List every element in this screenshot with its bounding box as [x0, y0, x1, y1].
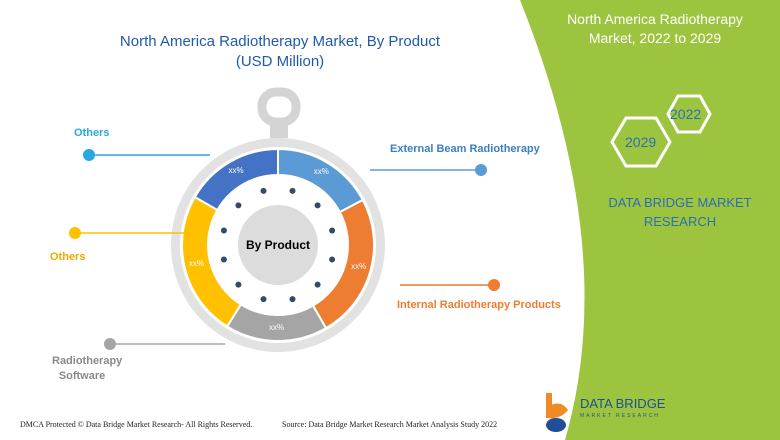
segment-4 — [193, 147, 279, 212]
dial-dot — [289, 187, 296, 194]
year-2029: 2029 — [625, 134, 657, 150]
marker-dot — [83, 149, 95, 161]
segment-value-label: xx% — [268, 322, 285, 332]
dial-dot — [235, 281, 242, 288]
marker-dot — [488, 279, 500, 291]
year-2022: 2022 — [670, 106, 702, 122]
leader-lines — [69, 149, 500, 350]
chart-title: North America Radiotherapy Market, By Pr… — [119, 33, 441, 70]
segment-value-label: xx% — [188, 259, 205, 269]
dial-dot — [314, 202, 321, 209]
source-text: Source: Data Bridge Market Research Mark… — [282, 420, 498, 429]
logo-sub: MARKET RESEARCH — [580, 413, 660, 419]
marker-dot — [104, 338, 116, 350]
green-panel — [520, 0, 780, 440]
dmca-text: DMCA Protected © Data Bridge Market Rese… — [20, 420, 253, 429]
dial-dot — [329, 256, 336, 263]
stopwatch — [171, 87, 385, 352]
label-others-left: Others — [50, 251, 86, 263]
logo-name: DATA BRIDGE — [580, 396, 666, 411]
dial-dot — [220, 227, 227, 234]
segment-value-label: xx% — [351, 262, 367, 272]
dial-dot — [289, 296, 296, 303]
dial-dot — [260, 296, 267, 303]
marker-dot — [69, 227, 81, 239]
segment-value-label: xx% — [313, 166, 329, 176]
logo-mark — [546, 393, 568, 432]
marker-dot — [475, 164, 487, 176]
dial-dot — [329, 227, 336, 234]
dial-dot — [314, 281, 321, 288]
center-label: By Product — [245, 238, 310, 252]
dial-dot — [235, 202, 242, 209]
hexagons — [610, 94, 712, 168]
segment-value-label: xx% — [228, 166, 244, 176]
dial-dot — [260, 187, 267, 194]
label-others-top: Others — [74, 127, 110, 139]
label-internal: Internal Radiotherapy Products — [397, 299, 561, 311]
label-external-beam: External Beam Radiotherapy — [390, 143, 540, 155]
dial-dot — [220, 256, 227, 263]
